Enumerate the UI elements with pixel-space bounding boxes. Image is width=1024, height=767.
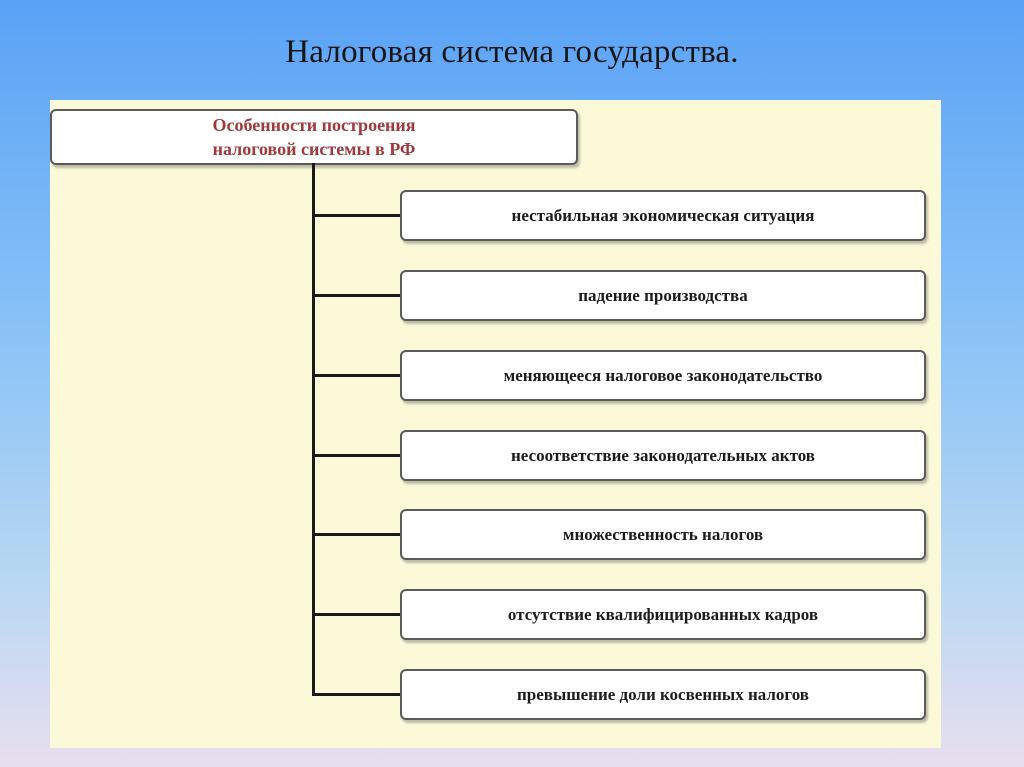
connector-branch [312,294,402,297]
item-node-inconsistent-acts: несоответствие законодательных актов [400,430,926,481]
item-node-label: отсутствие квалифицированных кадров [507,604,819,624]
root-node-line-2: налоговой системы в РФ [212,139,416,159]
slide-title: Налоговая система государства. [285,34,739,70]
connector-branch [312,454,402,457]
connector-trunk [312,163,315,696]
item-node-lack-of-staff: отсутствие квалифицированных кадров [400,589,926,640]
connector-branch [312,693,402,696]
connector-branch [312,613,402,616]
connector-branch [312,214,402,217]
item-node-changing-legislation: меняющееся налоговое законодательство [400,350,926,401]
item-node-production-decline: падение производства [400,270,926,321]
connector-branch [312,533,402,536]
root-node: Особенности построения налоговой системы… [50,109,578,165]
item-node-indirect-taxes: превышение доли косвенных налогов [400,669,926,720]
item-node-label: множественность налогов [562,524,764,544]
item-node-unstable-economy: нестабильная экономическая ситуация [400,190,926,241]
item-node-label: нестабильная экономическая ситуация [511,205,815,225]
item-node-label: превышение доли косвенных налогов [517,684,809,704]
item-node-label: меняющееся налоговое законодательство [503,365,823,385]
item-node-label: несоответствие законодательных актов [511,445,815,465]
connector-branch [312,374,402,377]
item-node-label: падение производства [578,285,748,305]
item-node-multiple-taxes: множественность налогов [400,509,926,560]
root-node-line-1: Особенности построения [212,115,416,135]
